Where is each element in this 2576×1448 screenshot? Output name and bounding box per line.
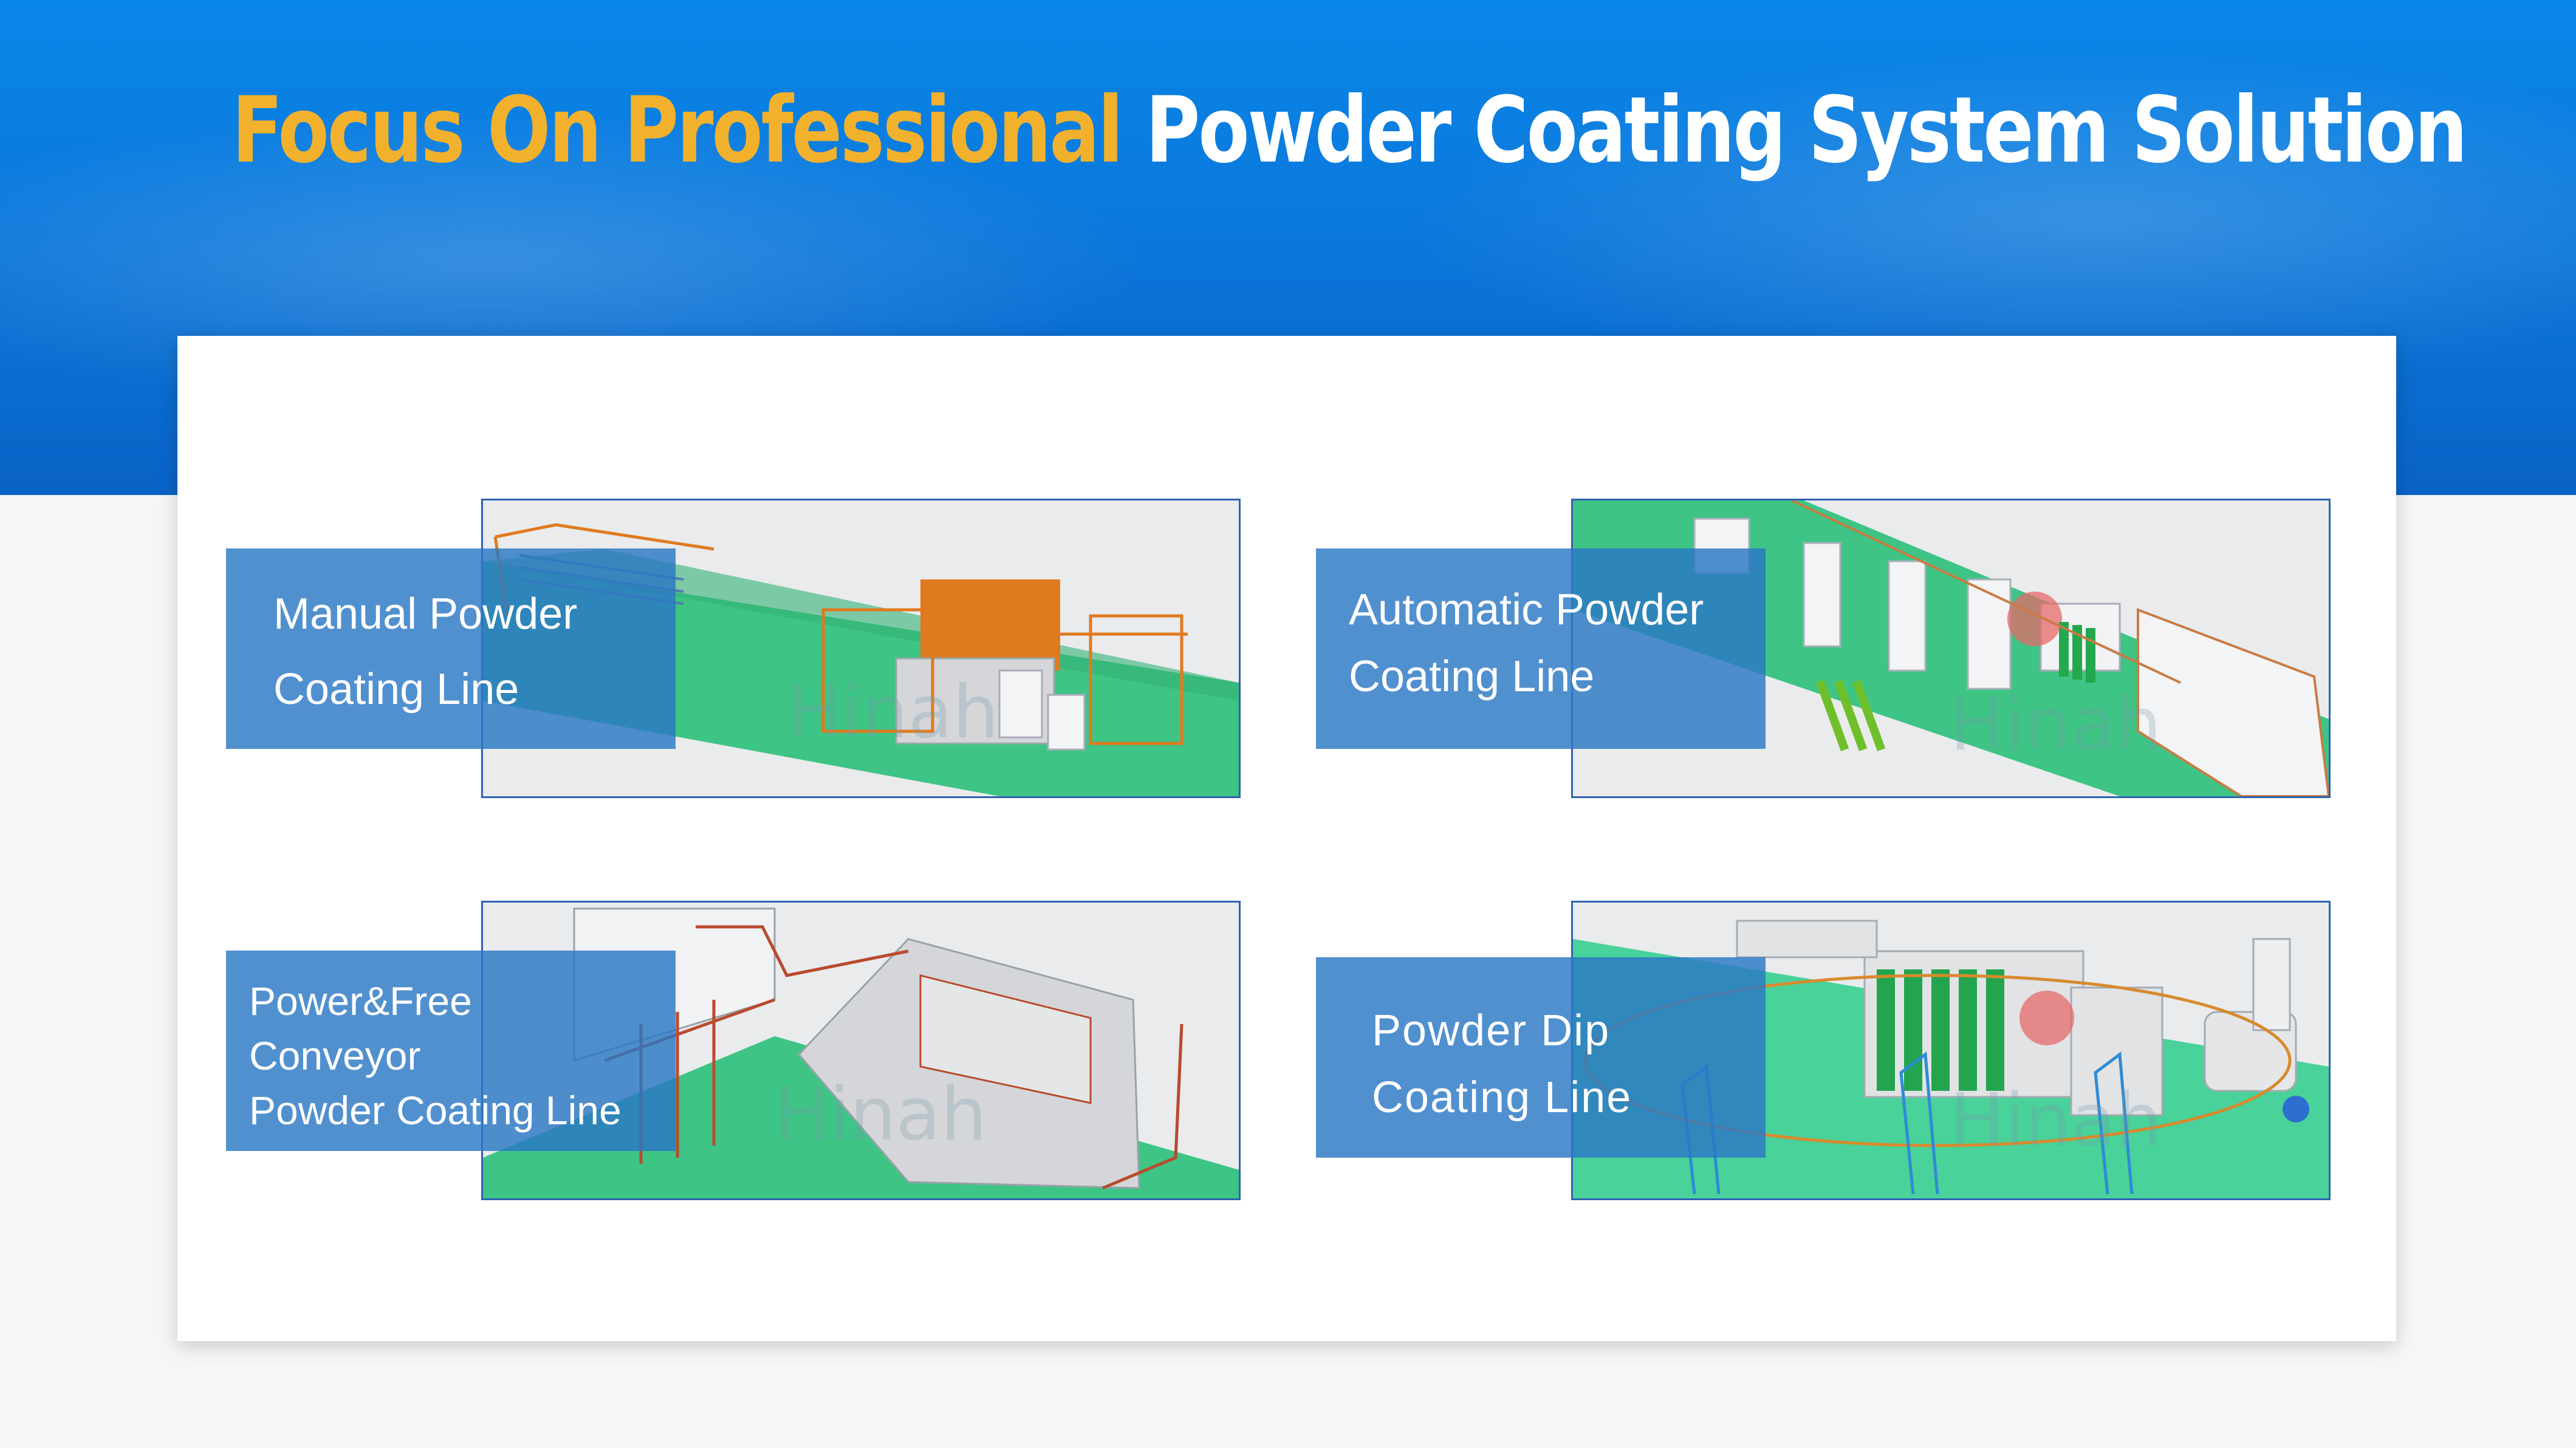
card-label-line: Power&Free (249, 978, 472, 1023)
card-label-line: Manual Powder (273, 590, 578, 638)
watermark: Hinah (1950, 683, 2162, 767)
card-label-line: Powder Coating Line (249, 1088, 622, 1133)
card-label-line: Conveyor (249, 1033, 421, 1078)
watermark: Hinah (787, 671, 999, 755)
card-label-manual[interactable]: Manual Powder Coating Line (226, 548, 676, 749)
card-label-line: Automatic Powder (1349, 586, 1704, 634)
title-accent: Focus On Professional (231, 78, 1123, 183)
card-label-power-free[interactable]: Power&Free Conveyor Powder Coating Line (226, 951, 676, 1151)
product-card-automatic[interactable]: Hinah Automatic Powder Coating Line (1316, 499, 2331, 798)
title-main: Powder Coating System Solution (1145, 78, 2467, 183)
banner-swoosh (1397, 49, 2576, 389)
card-label-line: Coating Line (273, 665, 519, 714)
product-card-powder-dip[interactable]: Hinah Powder Dip Coating Line (1316, 901, 2331, 1200)
card-label-powder-dip[interactable]: Powder Dip Coating Line (1316, 957, 1766, 1158)
hero-banner: Focus On Professional Powder Coating Sys… (0, 0, 2576, 495)
products-panel: Hinah Manual Powder Coating Line (177, 336, 2396, 1341)
product-card-power-free[interactable]: Hinah Power&Free Conveyor Powder Coating… (226, 901, 1241, 1200)
product-card-manual[interactable]: Hinah Manual Powder Coating Line (226, 499, 1241, 798)
watermark: Hinah (775, 1073, 987, 1157)
card-label-line: Coating Line (1349, 652, 1595, 701)
card-label-line: Coating Line (1372, 1073, 1632, 1122)
page-title: Focus On Professional Powder Coating Sys… (231, 73, 2468, 188)
card-label-automatic[interactable]: Automatic Powder Coating Line (1316, 548, 1766, 749)
watermark: Hinah (1950, 1079, 2162, 1163)
card-label-line: Powder Dip (1372, 1006, 1611, 1055)
